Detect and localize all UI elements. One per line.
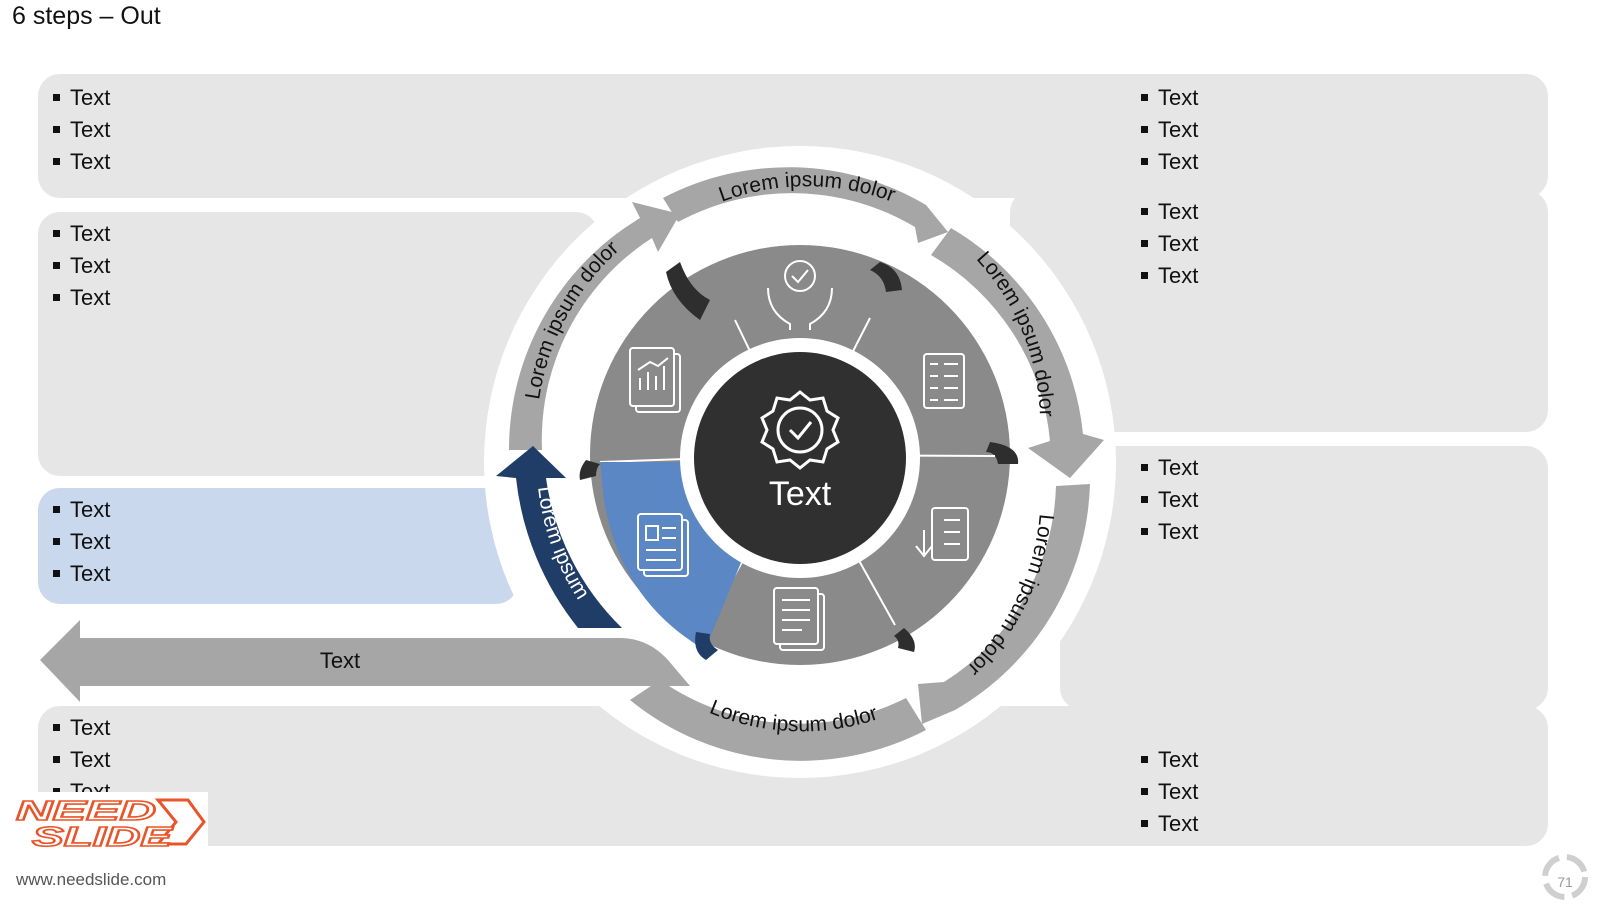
panel-mid-right bbox=[1060, 446, 1548, 710]
list-download-icon bbox=[915, 507, 969, 561]
cycle-arrows-icon bbox=[1542, 854, 1588, 900]
list-item: Text bbox=[50, 114, 110, 146]
list-item: Text bbox=[1138, 516, 1198, 548]
list-mid-right: Text Text Text bbox=[1138, 452, 1198, 548]
list-top-right: Text Text Text bbox=[1138, 82, 1198, 178]
svg-text:SLIDE: SLIDE bbox=[32, 821, 174, 852]
page-number: 71 bbox=[1557, 874, 1573, 890]
list-item: Text bbox=[1138, 484, 1198, 516]
list-item: Text bbox=[50, 558, 110, 590]
list-item: Text bbox=[1138, 452, 1198, 484]
list-upper-left: Text Text Text bbox=[50, 218, 110, 314]
list-item: Text bbox=[1138, 82, 1198, 114]
list-item: Text bbox=[1138, 146, 1198, 178]
list-item: Text bbox=[1138, 114, 1198, 146]
ring-arrow-lower-right bbox=[918, 484, 1090, 724]
list-item: Text bbox=[1138, 196, 1198, 228]
badge-check-icon bbox=[760, 390, 840, 470]
panel-highlight-left bbox=[38, 488, 518, 604]
list-item: Text bbox=[50, 744, 110, 776]
website-url[interactable]: www.needslide.com bbox=[16, 870, 167, 889]
list-item: Text bbox=[50, 712, 110, 744]
list-top-left: Text Text Text bbox=[50, 82, 110, 178]
out-arrow bbox=[40, 620, 690, 702]
list-item: Text bbox=[50, 82, 110, 114]
list-item: Text bbox=[1138, 808, 1198, 840]
list-highlight-left: Text Text Text bbox=[50, 494, 110, 590]
list-item: Text bbox=[1138, 744, 1198, 776]
list-item: Text bbox=[50, 282, 110, 314]
slide-title: 6 steps – Out bbox=[12, 2, 161, 30]
list-item: Text bbox=[1138, 260, 1198, 292]
list-item: Text bbox=[1138, 228, 1198, 260]
svg-text:NEED: NEED bbox=[16, 795, 156, 826]
list-item: Text bbox=[50, 218, 110, 250]
page-number-badge: 71 bbox=[1540, 852, 1590, 902]
document-signature-icon bbox=[773, 587, 825, 651]
list-upper-right: Text Text Text bbox=[1138, 196, 1198, 292]
out-arrow-label: Text bbox=[320, 648, 360, 673]
document-layout-icon bbox=[637, 513, 689, 577]
ring-arrows bbox=[496, 167, 1104, 761]
list-item: Text bbox=[50, 250, 110, 282]
report-chart-icon bbox=[629, 347, 681, 413]
center-circle bbox=[694, 352, 906, 564]
list-item: Text bbox=[1138, 776, 1198, 808]
list-item: Text bbox=[50, 146, 110, 178]
needslide-logo: NEED SLIDE bbox=[8, 792, 208, 860]
ring-arrow-upper-left bbox=[508, 202, 680, 450]
ring-arrow-lower-left bbox=[496, 446, 622, 628]
center-label: Text bbox=[769, 475, 832, 513]
ring-arrow-upper-right bbox=[931, 228, 1104, 478]
list-item: Text bbox=[50, 494, 110, 526]
checklist-icon bbox=[923, 353, 965, 409]
list-item: Text bbox=[50, 526, 110, 558]
list-bottom-right: Text Text Text bbox=[1138, 744, 1198, 840]
hands-badge-icon bbox=[767, 260, 833, 330]
ring-arrow-top bbox=[663, 167, 948, 243]
ring-arrow-bottom bbox=[630, 680, 926, 761]
